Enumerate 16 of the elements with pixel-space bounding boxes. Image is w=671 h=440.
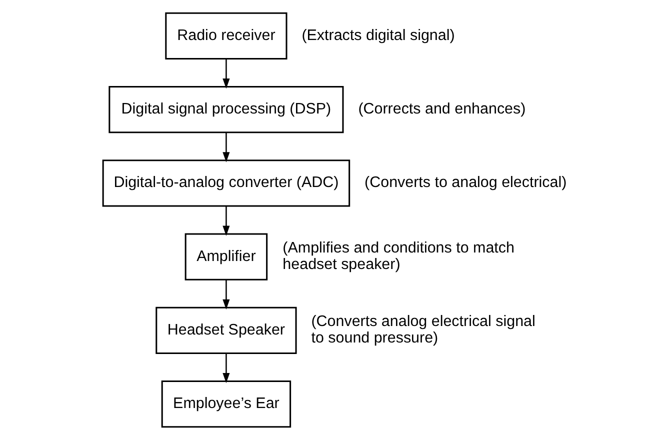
node-box: Amplifier [184,233,268,280]
node-label: (Converts analog electrical signal to sound pressure) [310,313,535,347]
node-box: Employee’s Ear [160,380,291,428]
node-box: Digital signal processing (DSP) [108,86,344,134]
node-box: Radio receiver [164,12,287,60]
arrow [222,353,230,384]
arrow [222,132,230,162]
node-label: (Amplifies and conditions to match headset speaker) [282,239,514,273]
arrow [222,280,230,310]
node-label: (Corrects and enhances) [358,100,526,118]
node-label: (Extracts digital signal) [301,26,454,44]
arrow [222,206,230,236]
node-box: Digital-to-analog converter (ADC) [102,160,350,207]
node-box: Headset Speaker [155,306,296,354]
arrow [222,58,230,89]
node-label: (Converts to analog electrical) [364,174,566,192]
